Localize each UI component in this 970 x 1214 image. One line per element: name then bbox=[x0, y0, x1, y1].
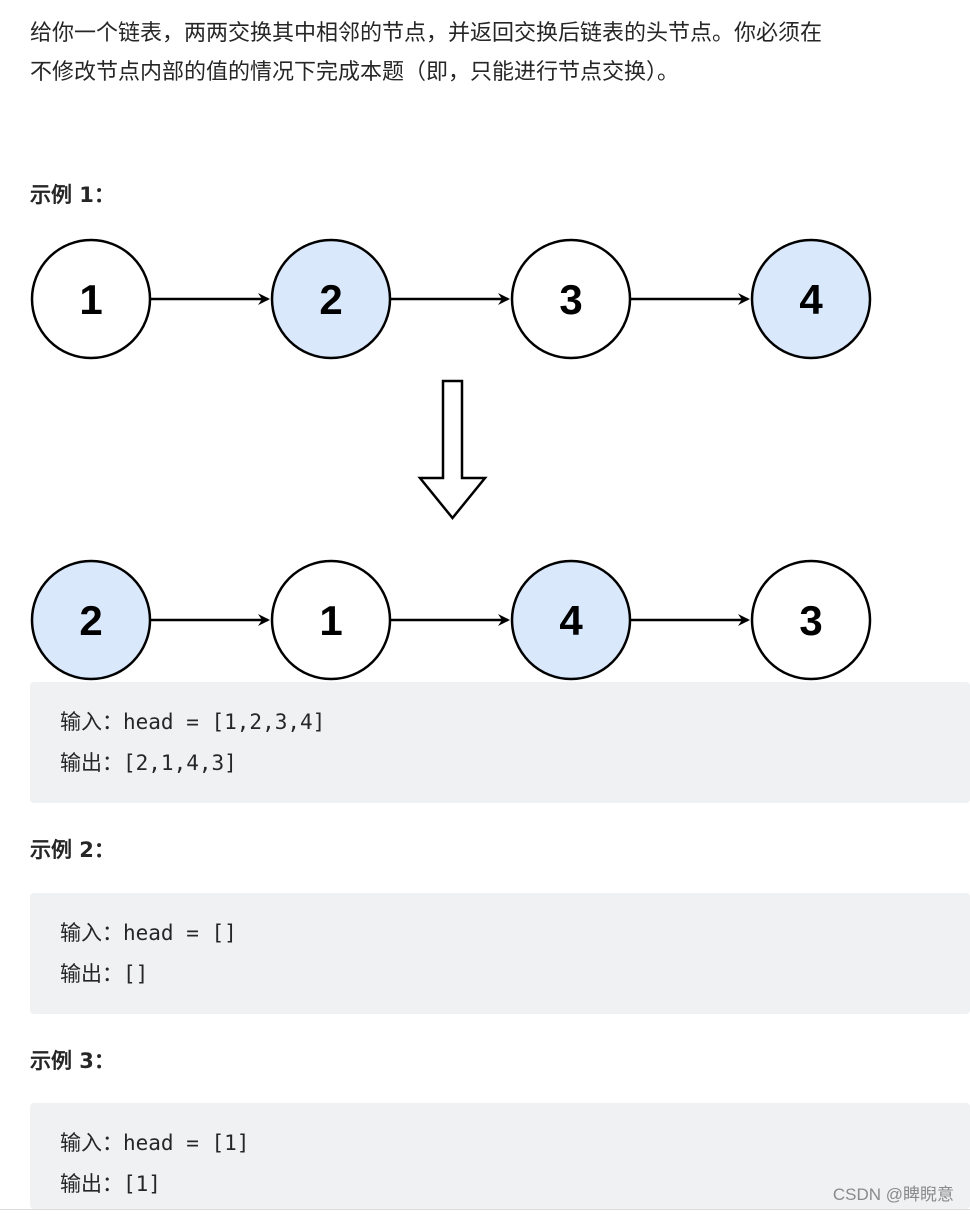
node-after-3-label: 4 bbox=[559, 597, 583, 644]
example-1-code-block: 输入：head = [1,2,3,4] 输出：[2,1,4,3] bbox=[30, 682, 970, 803]
example-1-heading: 示例 1： bbox=[30, 183, 115, 207]
example-3-input: 输入：head = [1] bbox=[60, 1131, 250, 1155]
example-2-input: 输入：head = [] bbox=[60, 921, 237, 945]
node-after-1-label: 2 bbox=[79, 597, 102, 644]
footer-divider bbox=[0, 1209, 970, 1210]
node-before-1 bbox=[30, 238, 152, 360]
example-2-heading: 示例 2： bbox=[30, 838, 115, 862]
transform-down-arrow bbox=[417, 379, 488, 520]
example-2-code-block: 输入：head = [] 输出：[] bbox=[30, 893, 970, 1014]
node-after-2-label: 1 bbox=[319, 597, 342, 644]
example-3-output: 输出：[1] bbox=[60, 1172, 161, 1196]
node-after-2 bbox=[270, 559, 392, 681]
example-3-heading: 示例 3： bbox=[30, 1049, 115, 1073]
before-list: 1 2 3 4 bbox=[30, 238, 872, 360]
node-after-3 bbox=[510, 559, 632, 681]
example-3-code-block: 输入：head = [1] 输出：[1] bbox=[30, 1103, 970, 1209]
example-2-output: 输出：[] bbox=[60, 962, 149, 986]
example-1-input: 输入：head = [1,2,3,4] bbox=[60, 710, 326, 734]
linked-list-swap-diagram: 1 2 3 4 2 1 4 3 bbox=[30, 238, 872, 681]
node-before-1-label: 1 bbox=[79, 276, 102, 323]
csdn-watermark: CSDN @睥睨意 bbox=[832, 1185, 954, 1204]
example-1-output: 输出：[2,1,4,3] bbox=[60, 751, 237, 775]
problem-description: 给你一个链表，两两交换其中相邻的节点，并返回交换后链表的头节点。你必须在 不修改… bbox=[30, 14, 960, 92]
problem-line-1: 给你一个链表，两两交换其中相邻的节点，并返回交换后链表的头节点。你必须在 bbox=[30, 21, 823, 46]
after-list: 2 1 4 3 bbox=[30, 559, 872, 681]
node-before-4-label: 4 bbox=[799, 276, 823, 323]
node-before-3-label: 3 bbox=[559, 276, 582, 323]
node-after-4-label: 3 bbox=[799, 597, 822, 644]
node-after-1 bbox=[30, 559, 152, 681]
node-before-4 bbox=[750, 238, 872, 360]
node-before-3 bbox=[510, 238, 632, 360]
node-before-2 bbox=[270, 238, 392, 360]
problem-line-2: 不修改节点内部的值的情况下完成本题（即，只能进行节点交换）。 bbox=[30, 60, 680, 85]
node-after-4 bbox=[750, 559, 872, 681]
node-before-2-label: 2 bbox=[319, 276, 342, 323]
